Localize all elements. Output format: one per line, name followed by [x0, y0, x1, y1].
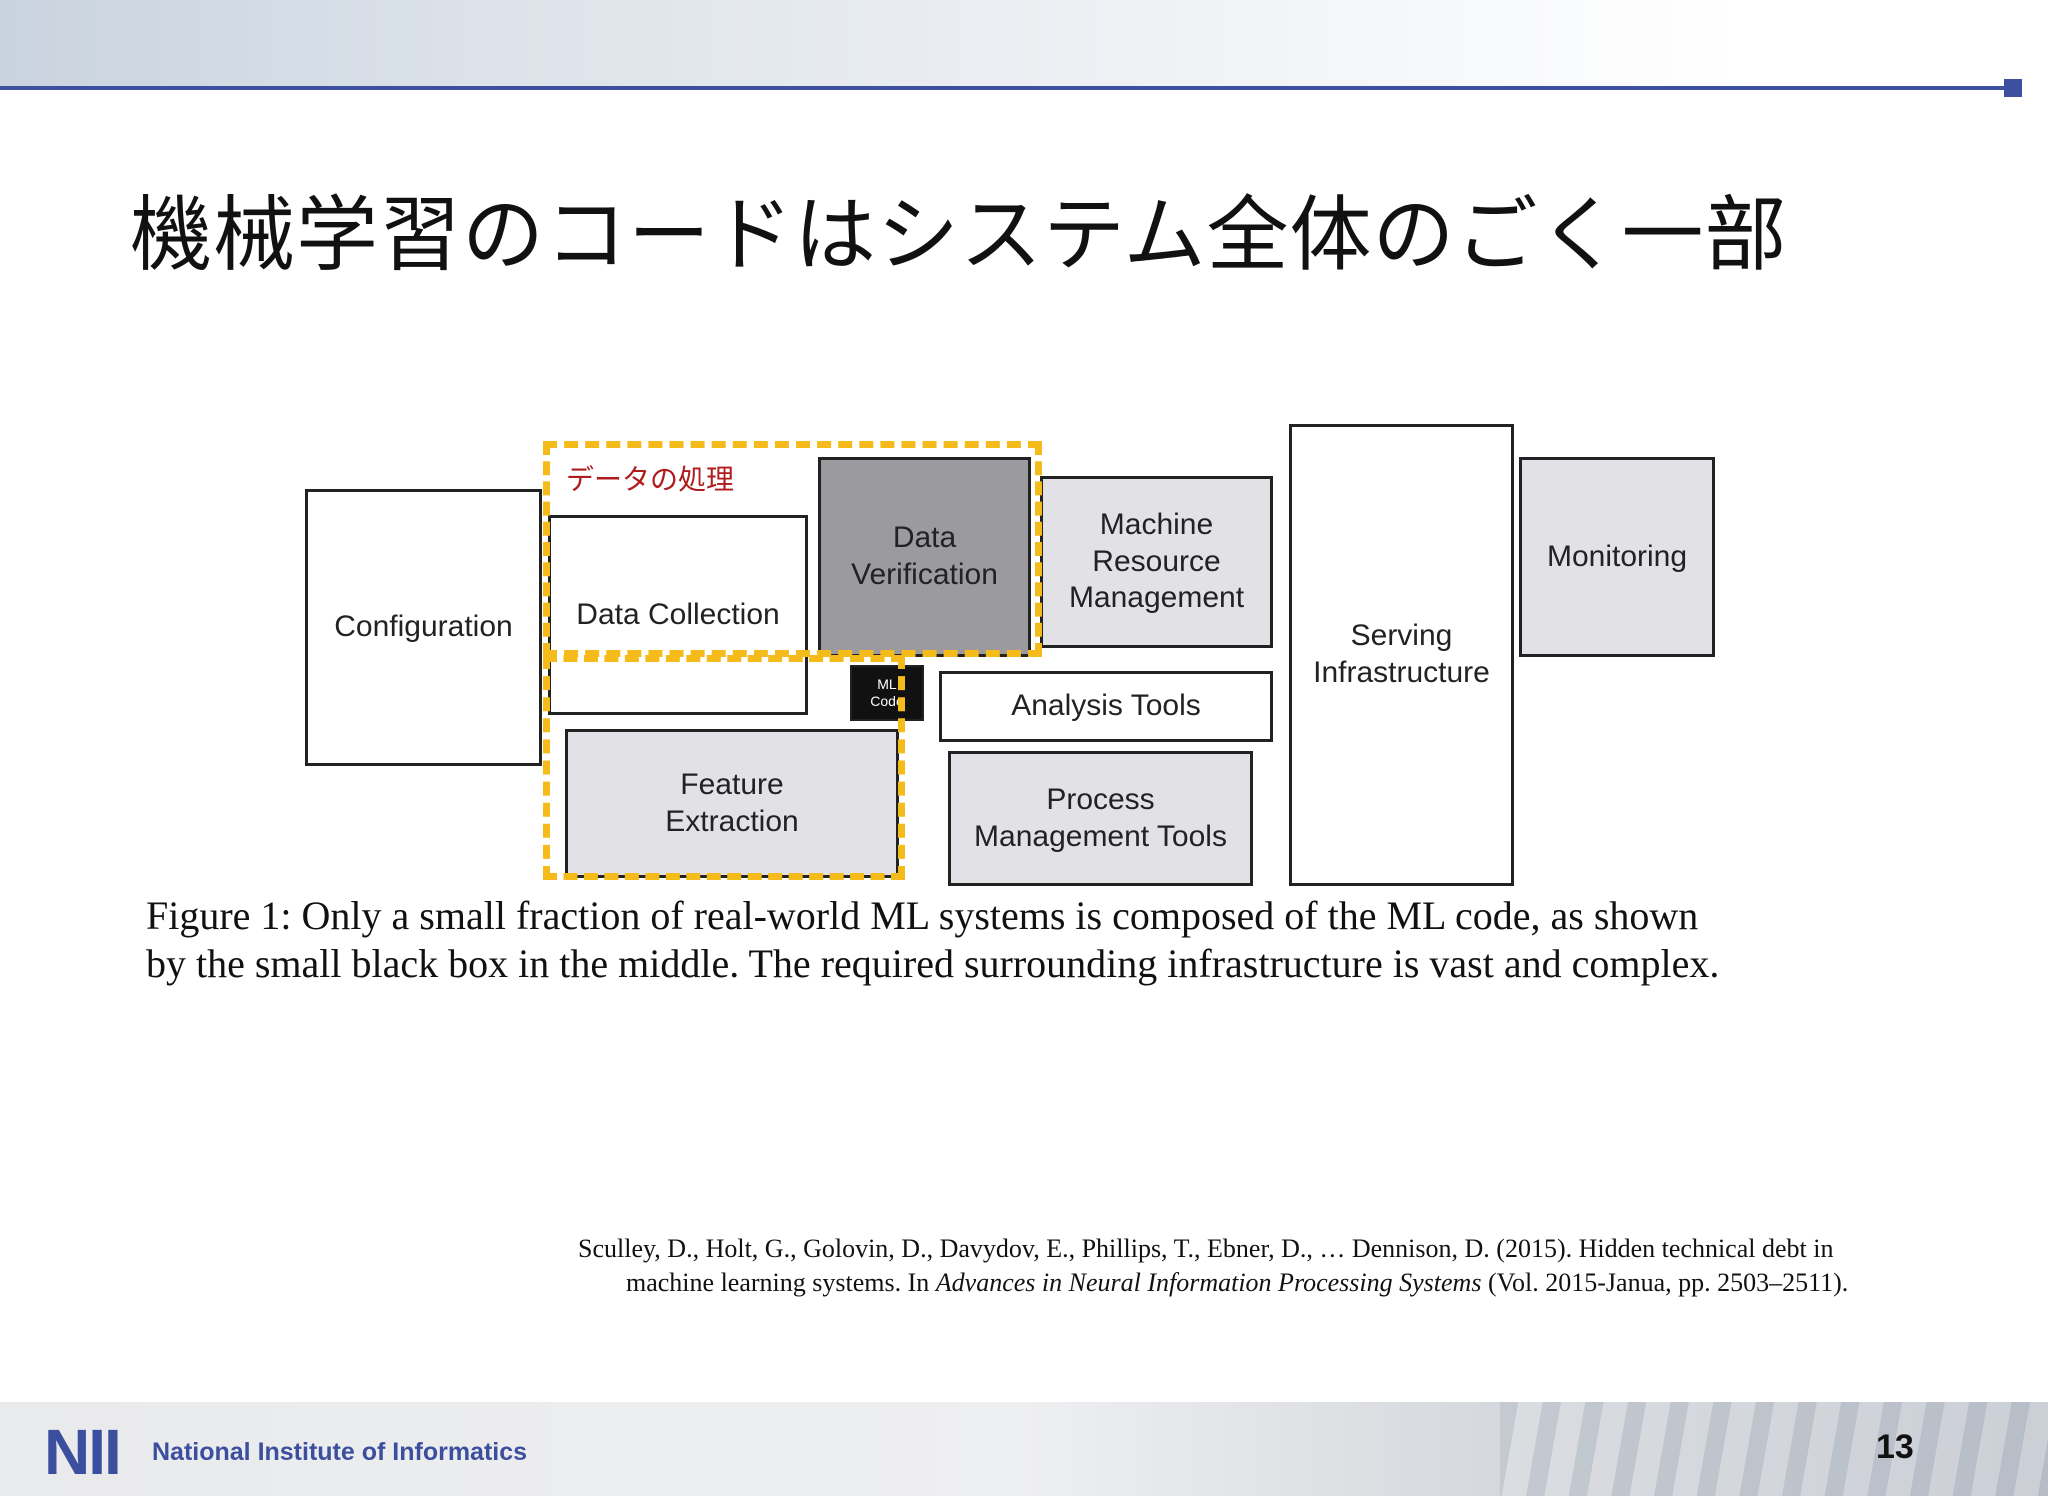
citation-line-1: Sculley, D., Holt, G., Golovin, D., Davy… — [578, 1234, 1834, 1263]
nii-logo: NII — [44, 1416, 122, 1488]
serving-infrastructure-box: Serving Infrastructure — [1289, 424, 1514, 886]
citation-line-2: machine learning systems. In Advances in… — [578, 1266, 1938, 1300]
citation-text-after: (Vol. 2015-Janua, pp. 2503–2511). — [1481, 1268, 1849, 1297]
citation-text-before: machine learning systems. In — [626, 1268, 936, 1297]
data-collection-box: Data Collection — [548, 515, 808, 715]
figure-caption: Figure 1: Only a small fraction of real-… — [146, 892, 1906, 988]
header-banner — [0, 0, 2048, 88]
header-rule — [0, 86, 2010, 90]
institute-name: National Institute of Informatics — [152, 1438, 528, 1466]
data-processing-label: データの処理 — [566, 463, 735, 496]
footer-building-image — [1500, 1402, 2048, 1496]
citation-journal: Advances in Neural Information Processin… — [935, 1268, 1482, 1297]
monitoring-box: Monitoring — [1519, 457, 1715, 657]
machine-resource-management-box: Machine Resource Management — [1040, 476, 1273, 648]
citation: Sculley, D., Holt, G., Golovin, D., Davy… — [578, 1232, 1938, 1300]
page-number: 13 — [1876, 1428, 1914, 1466]
header-rule-square — [2004, 79, 2022, 97]
ml-code-box: ML Code — [850, 665, 924, 721]
configuration-box: Configuration — [305, 489, 542, 766]
slide-title: 機械学習のコードはシステム全体のごく一部 — [130, 188, 1788, 283]
caption-line-2: by the small black box in the middle. Th… — [146, 941, 1720, 986]
data-verification-box: Data Verification — [818, 457, 1031, 657]
analysis-tools-box: Analysis Tools — [939, 671, 1273, 742]
caption-line-1: Figure 1: Only a small fraction of real-… — [146, 893, 1699, 938]
feature-extraction-box: Feature Extraction — [565, 729, 899, 878]
process-management-tools-box: Process Management Tools — [948, 751, 1253, 886]
footer-bar — [0, 1402, 2048, 1496]
